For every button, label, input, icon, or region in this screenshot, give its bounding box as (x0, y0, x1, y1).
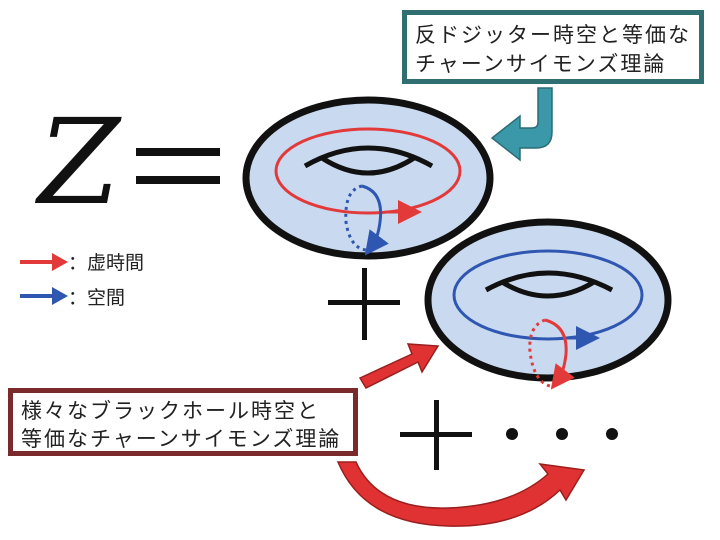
imaginary-time-cycle-2 (544, 318, 575, 390)
ellipsis-dots (506, 428, 618, 440)
space-cycle-hidden (344, 184, 367, 252)
red-curved-arrow-icon (336, 461, 586, 527)
legend-separator: ： (68, 252, 88, 274)
callout-top-line1: 反ドジッター時空と等価な (415, 23, 691, 47)
legend-red-arrow-icon (20, 253, 68, 271)
imaginary-time-cycle (274, 127, 462, 215)
torus-ads-body (242, 96, 494, 260)
equals-sign (136, 148, 220, 184)
teal-pointer-arrow-icon (490, 87, 553, 162)
legend-imaginary-time: ：虚時間 (68, 248, 144, 275)
legend-space-label: 空間 (87, 287, 126, 309)
legend-blue-arrow-icon (20, 287, 68, 305)
partition-function-symbol: Z (34, 93, 122, 231)
torus-black-hole (424, 218, 672, 390)
torus-ads-hole (303, 145, 434, 169)
callout-bottom-line2: 等価なチャーンサイモンズ理論 (21, 427, 342, 451)
callout-bottom-line1: 様々なブラックホール時空と (21, 399, 320, 423)
callout-black-hole-chern-simons: 様々なブラックホール時空と 等価なチャーンサイモンズ理論 (8, 388, 358, 456)
callout-top-line2: チャーンサイモンズ理論 (415, 52, 667, 76)
legend-imaginary-time-label: 虚時間 (87, 252, 145, 274)
space-cycle-2 (452, 249, 644, 341)
legend-separator-2: ： (68, 287, 88, 309)
imaginary-time-cycle-2-hidden (528, 318, 551, 388)
torus-black-hole-hole (484, 270, 614, 293)
legend-space: ：空間 (68, 283, 125, 310)
callout-ads-chern-simons: 反ドジッター時空と等価な チャーンサイモンズ理論 (402, 10, 704, 84)
torus-ads (242, 96, 494, 260)
space-cycle (361, 184, 389, 256)
plus-sign-2 (400, 400, 472, 470)
plus-sign-1 (328, 268, 400, 340)
torus-black-hole-body (424, 218, 672, 382)
red-pointer-arrow-icon (358, 343, 440, 389)
